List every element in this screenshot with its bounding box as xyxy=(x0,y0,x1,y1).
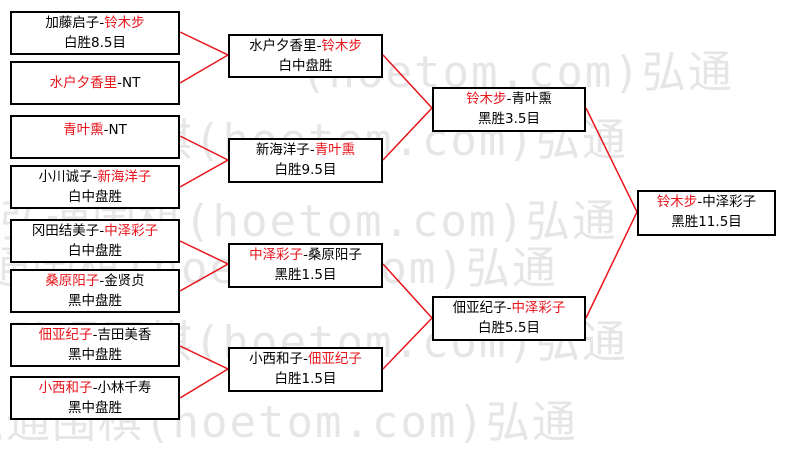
separator: - xyxy=(309,142,315,158)
player-a: 加藤启子 xyxy=(45,15,100,31)
round1-match: 加藤启子-铃木步 白胜8.5目 xyxy=(10,11,180,55)
separator: - xyxy=(506,91,512,107)
match-result: 黑胜1.5目 xyxy=(274,267,337,283)
match-players: 小西和子-小林千寿 xyxy=(12,378,178,398)
player-a: 小西和子 xyxy=(249,351,304,367)
match-players: 铃木步-青叶熏 xyxy=(434,89,584,109)
round1-match: 青叶熏-NT xyxy=(10,115,180,159)
round1-match: 小川诚子-新海洋子 白中盘胜 xyxy=(10,165,180,209)
separator: - xyxy=(92,327,98,343)
match-players: 小西和子-佃亚纪子 xyxy=(230,349,381,369)
player-a: 小川诚子 xyxy=(38,169,93,185)
match-players: 铃木步-中泽彩子 xyxy=(639,192,774,212)
match-result: 白中盘胜 xyxy=(278,58,333,74)
match-result: 黑中盘胜 xyxy=(68,293,122,309)
player-b: 吉田美香 xyxy=(97,327,152,343)
separator: - xyxy=(117,75,122,91)
match-result: 白胜5.5目 xyxy=(478,320,540,336)
match-players: 加藤启子-铃木步 xyxy=(12,13,178,33)
player-b: 新海洋子 xyxy=(97,169,152,185)
round1-match: 小西和子-小林千寿 黑中盘胜 xyxy=(10,376,180,420)
match-players: 小川诚子-新海洋子 xyxy=(12,167,178,187)
separator: - xyxy=(92,169,98,185)
player-a: 中泽彩子 xyxy=(249,247,304,263)
round2-match: 新海洋子-青叶熏 白胜9.5目 xyxy=(228,138,383,183)
round3-match: 铃木步-青叶熏 黑胜3.5目 xyxy=(432,87,586,132)
match-result: 黑中盘胜 xyxy=(68,400,122,416)
separator: - xyxy=(99,15,105,31)
match-result: 白胜9.5目 xyxy=(274,162,337,178)
round3-match: 佃亚纪子-中泽彩子 白胜5.5目 xyxy=(432,296,586,341)
bracket-line xyxy=(179,345,230,399)
match-players: 水户夕香里-铃木步 xyxy=(230,36,381,56)
match-players: 青叶熏-NT xyxy=(12,117,178,143)
player-b: 中泽彩子 xyxy=(702,194,757,210)
match-result: 黑胜11.5目 xyxy=(671,214,742,230)
match-result: 白中盘胜 xyxy=(68,243,122,259)
separator: - xyxy=(316,38,322,54)
player-b: 铃木步 xyxy=(321,38,362,54)
player-b: 佃亚纪子 xyxy=(307,351,362,367)
player-a: 佃亚纪子 xyxy=(452,300,507,316)
player-a: 小西和子 xyxy=(38,380,93,396)
round1-match: 水户夕香里-NT xyxy=(10,61,180,105)
round2-match: 水户夕香里-铃木步 白中盘胜 xyxy=(228,34,383,78)
match-players: 佃亚纪子-中泽彩子 xyxy=(434,298,584,318)
match-result: 白胜1.5目 xyxy=(274,371,337,387)
separator: - xyxy=(506,300,512,316)
match-result: 黑中盘胜 xyxy=(68,347,122,363)
player-a: 水户夕香里 xyxy=(49,75,118,91)
round1-match: 冈田结美子-中泽彩子 白中盘胜 xyxy=(10,219,180,263)
player-b: 桑原阳子 xyxy=(307,247,362,263)
separator: - xyxy=(99,273,105,289)
player-b: NT xyxy=(122,75,141,91)
player-b: 青叶熏 xyxy=(511,91,552,107)
bracket-line xyxy=(382,263,434,370)
match-result: 白胜8.5目 xyxy=(64,35,126,51)
player-a: 新海洋子 xyxy=(255,142,310,158)
match-players: 佃亚纪子-吉田美香 xyxy=(12,325,178,345)
bracket-line xyxy=(179,240,230,292)
player-a: 佃亚纪子 xyxy=(38,327,93,343)
player-a: 水户夕香里 xyxy=(249,38,317,54)
match-players: 桑原阳子-金贤贞 xyxy=(12,271,178,291)
player-a: 铃木步 xyxy=(466,91,507,107)
player-b: 中泽彩子 xyxy=(104,223,159,239)
round2-match: 中泽彩子-桑原阳子 黑胜1.5目 xyxy=(228,243,383,288)
bracket-line xyxy=(179,31,230,84)
bracket-line xyxy=(382,54,434,161)
final-match: 铃木步-中泽彩子 黑胜11.5目 xyxy=(637,190,776,236)
match-players: 冈田结美子-中泽彩子 xyxy=(12,221,178,241)
separator: - xyxy=(99,223,105,239)
bracket-line xyxy=(179,135,230,188)
player-b: 中泽彩子 xyxy=(511,300,566,316)
match-players: 新海洋子-青叶熏 xyxy=(230,140,381,160)
match-result: 黑胜3.5目 xyxy=(478,111,540,127)
player-b: 小林千寿 xyxy=(97,380,152,396)
player-a: 青叶熏 xyxy=(63,122,104,138)
player-b: 金贤贞 xyxy=(104,273,145,289)
round1-match: 桑原阳子-金贤贞 黑中盘胜 xyxy=(10,269,180,313)
player-a: 铃木步 xyxy=(656,194,698,210)
match-players: 水户夕香里-NT xyxy=(12,63,178,103)
player-a: 桑原阳子 xyxy=(45,273,100,289)
player-b: 青叶熏 xyxy=(314,142,356,158)
round2-match: 小西和子-佃亚纪子 白胜1.5目 xyxy=(228,347,383,392)
separator: - xyxy=(103,122,109,138)
match-result: 白中盘胜 xyxy=(68,189,122,205)
player-b: NT xyxy=(108,122,127,138)
separator: - xyxy=(303,247,308,263)
separator: - xyxy=(697,194,703,210)
separator: - xyxy=(92,380,98,396)
player-a: 冈田结美子 xyxy=(31,223,100,239)
match-players: 中泽彩子-桑原阳子 xyxy=(230,245,381,265)
player-b: 铃木步 xyxy=(104,15,145,31)
round1-match: 佃亚纪子-吉田美香 黑中盘胜 xyxy=(10,323,180,367)
separator: - xyxy=(303,351,308,367)
bracket-line xyxy=(585,107,638,319)
